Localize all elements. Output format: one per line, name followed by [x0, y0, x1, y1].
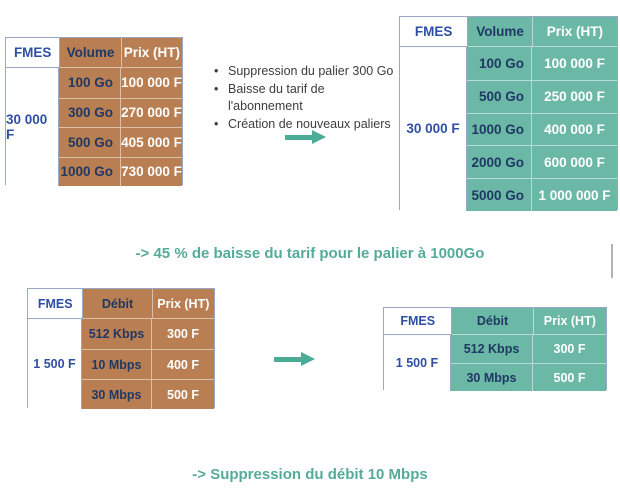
- measure-cell: 1000 Go: [467, 112, 531, 146]
- price-cell: 300 F: [532, 335, 606, 363]
- arrow-right-icon: [274, 352, 315, 366]
- header-cell-measure: Volume: [468, 17, 532, 47]
- header-cell-measure: Débit: [83, 289, 152, 319]
- arrow-bar: [274, 356, 301, 362]
- measure-cell: 5000 Go: [467, 178, 531, 211]
- header-cell-price: Prix (HT): [531, 17, 617, 47]
- header-cell-measure: Volume: [60, 38, 121, 68]
- header-cell-fmes: FMES: [384, 308, 453, 335]
- measure-cell: 512 Kbps: [82, 319, 151, 349]
- bullet-item: Suppression du palier 300 Go: [212, 63, 402, 81]
- price-cell: 405 000 F: [120, 127, 182, 157]
- header-cell-fmes: FMES: [6, 38, 61, 68]
- subscription-price-cell: 1 500 F: [28, 319, 82, 409]
- price-cell: 400 000 F: [531, 112, 617, 146]
- right-edge-line: [611, 244, 613, 278]
- measure-cell: 30 Mbps: [82, 379, 151, 409]
- header-cell-fmes: FMES: [400, 17, 469, 47]
- subscription-price-cell: 1 500 F: [384, 335, 451, 391]
- header-cell-price: Prix (HT): [151, 289, 214, 319]
- measure-cell: 500 Go: [467, 79, 531, 113]
- price-cell: 400 F: [151, 349, 214, 379]
- price-cell: 300 F: [151, 319, 214, 349]
- arrow-bar: [285, 134, 312, 140]
- price-cell: 500 F: [532, 363, 606, 391]
- caption-debit: -> Suppression du débit 10 Mbps: [192, 466, 428, 483]
- price-cell: 1 000 000 F: [531, 178, 617, 211]
- price-cell: 600 000 F: [531, 145, 617, 179]
- header-cell-fmes: FMES: [28, 289, 84, 319]
- price-cell: 270 000 F: [120, 97, 182, 127]
- price-cell: 100 000 F: [120, 68, 182, 98]
- measure-cell: 512 Kbps: [451, 335, 532, 363]
- price-cell: 500 F: [151, 379, 214, 409]
- measure-cell: 500 Go: [59, 127, 120, 157]
- arrow-right-icon: [285, 130, 326, 144]
- price-cell: 730 000 F: [120, 156, 182, 186]
- price-cell: 250 000 F: [531, 79, 617, 113]
- subscription-price-cell: 30 000 F: [400, 47, 467, 211]
- measure-cell: 300 Go: [59, 97, 120, 127]
- measure-cell: 2000 Go: [467, 145, 531, 179]
- caption-volume: -> 45 % de baisse du tarif pour le palie…: [135, 245, 485, 262]
- bullet-item: Création de nouveaux paliers: [212, 116, 402, 134]
- measure-cell: 30 Mbps: [451, 363, 532, 391]
- change-bullet-list: Suppression du palier 300 GoBaisse du ta…: [212, 63, 402, 133]
- measure-cell: 1000 Go: [59, 156, 120, 186]
- header-cell-measure: Débit: [452, 308, 533, 335]
- header-cell-price: Prix (HT): [120, 38, 183, 68]
- price-cell: 100 000 F: [531, 47, 617, 80]
- bullet-item: Baisse du tarif de l'abonnement: [212, 81, 402, 116]
- subscription-price-cell: 30 000 F: [6, 68, 59, 186]
- arrow-tip: [312, 130, 326, 144]
- header-cell-price: Prix (HT): [532, 308, 606, 335]
- measure-cell: 10 Mbps: [82, 349, 151, 379]
- measure-cell: 100 Go: [59, 68, 120, 98]
- arrow-tip: [301, 352, 315, 366]
- measure-cell: 100 Go: [467, 47, 531, 80]
